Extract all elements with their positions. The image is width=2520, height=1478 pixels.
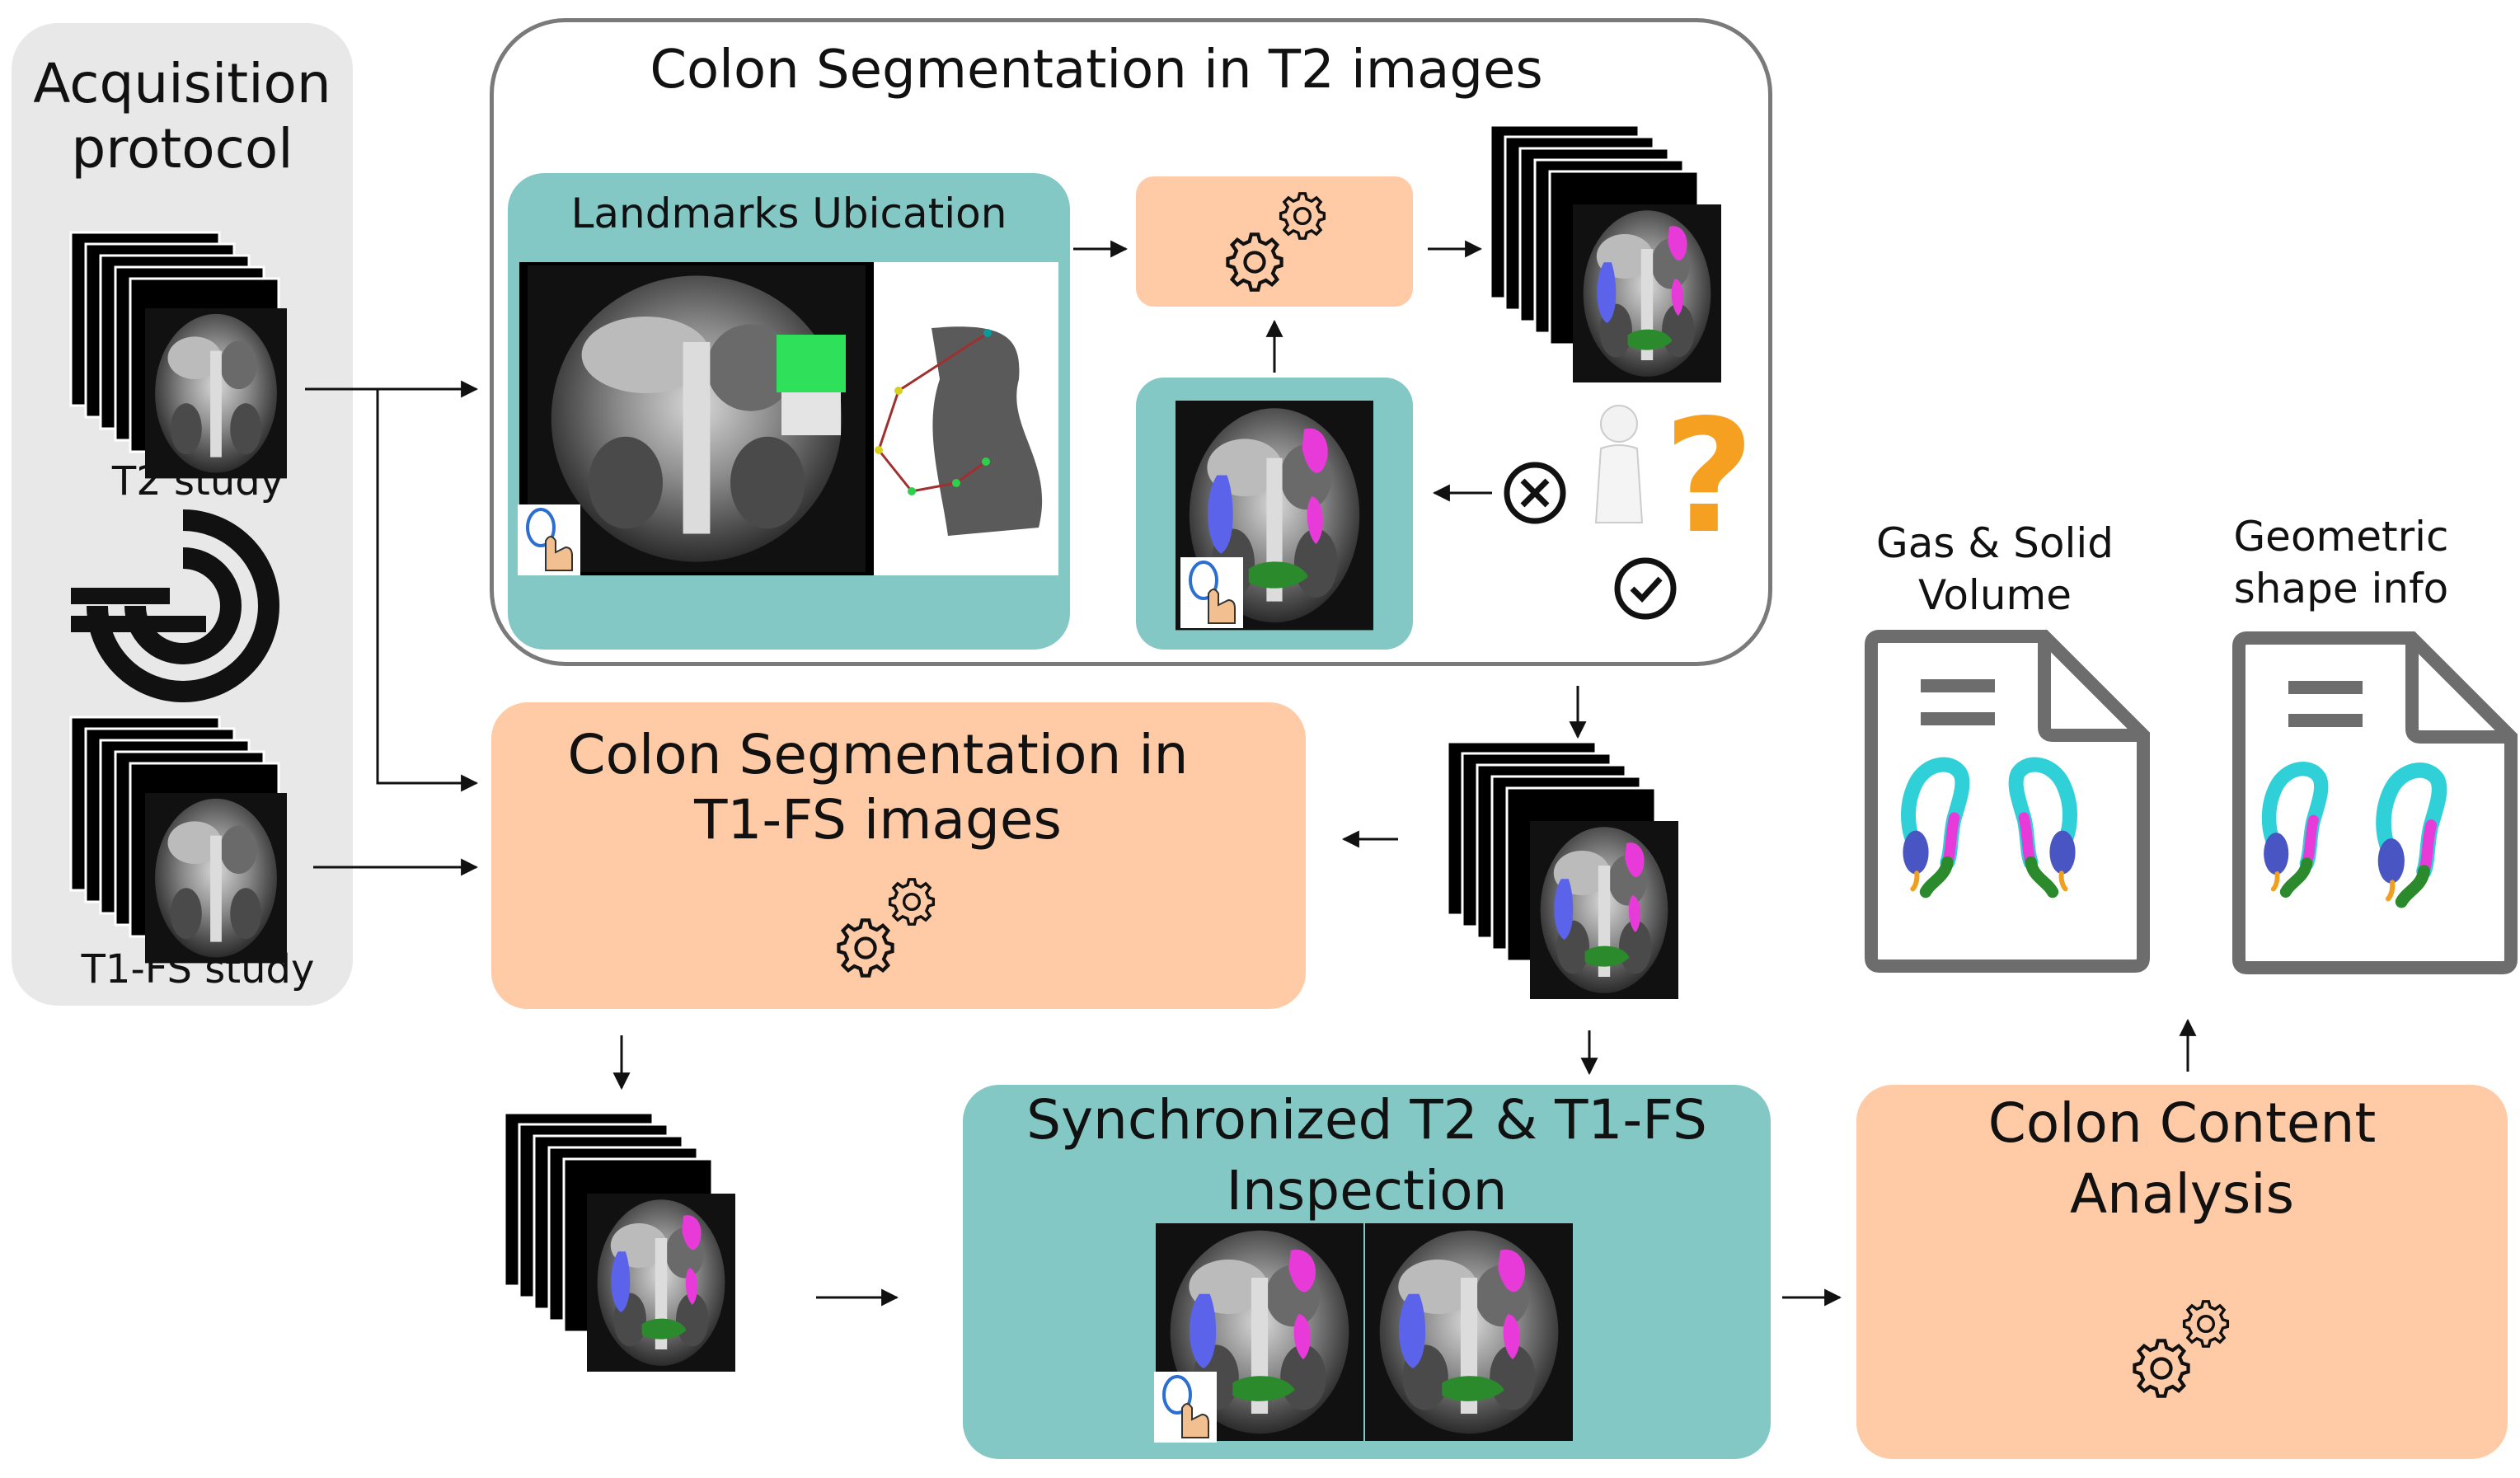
analysis-title: Colon Content Analysis: [1856, 1088, 2508, 1230]
t1-image-stack: [69, 716, 287, 964]
inspection-title: Synchronized T2 & T1-FS Inspection: [963, 1085, 1771, 1227]
svg-text:?: ?: [1664, 386, 1754, 568]
inspection-t1-image: [1365, 1223, 1573, 1441]
inspection-title-line1: Synchronized T2 & T1-FS: [1026, 1088, 1707, 1152]
geometric-shape-line2: shape info: [2233, 564, 2449, 612]
t1-segmented-stack: [503, 1111, 735, 1372]
t1-segmentation-panel: [491, 702, 1306, 1009]
acquisition-title-line2: protocol: [71, 117, 293, 181]
t1-segmentation-title-line2: T1-FS images: [694, 788, 1062, 852]
inspection-title-line2: Inspection: [1226, 1158, 1508, 1222]
t2-segmented-stack: [1489, 124, 1721, 382]
check-circle-icon: [1614, 557, 1677, 620]
flow-arrows: [305, 240, 2197, 1307]
acquisition-title: Acquisition protocol: [12, 51, 353, 181]
geometric-shape-line1: Geometric: [2233, 513, 2449, 561]
gas-solid-line2: Volume: [1918, 570, 2072, 619]
t1-segmentation-title: Colon Segmentation in T1-FS images: [491, 722, 1265, 852]
t2-segmentation-title: Colon Segmentation in T2 images: [650, 40, 1543, 101]
landmarks-image: [519, 262, 1058, 575]
mri-scanner-icon: [71, 509, 279, 702]
gas-solid-label: Gas & Solid Volume: [1838, 518, 2152, 621]
mouse-hand-icon: [1154, 1372, 1217, 1443]
geometric-shape-label: Geometric shape info: [2176, 511, 2506, 614]
gas-solid-document-icon: [1871, 636, 2143, 966]
gear-icon: [838, 920, 892, 975]
cross-circle-icon: [1504, 462, 1566, 524]
analysis-panel: [1856, 1085, 2508, 1459]
geometric-shape-document-icon: [2239, 638, 2511, 968]
analysis-title-line1: Colon Content: [1987, 1091, 2377, 1155]
analysis-title-line2: Analysis: [2070, 1161, 2294, 1226]
t2-result-stack: [1446, 740, 1678, 999]
question-person-icon: ?: [1594, 386, 1754, 568]
gas-solid-line1: Gas & Solid: [1875, 519, 2114, 567]
gear-icon: [2134, 1340, 2188, 1396]
t1-segmentation-title-line1: Colon Segmentation in: [567, 723, 1189, 786]
mouse-hand-icon: [518, 504, 580, 575]
t2-image-stack: [69, 231, 287, 479]
gear-icon: [1279, 192, 1326, 240]
gear-icon: [1227, 234, 1281, 289]
landmarks-title: Landmarks Ubication: [570, 190, 1007, 237]
mouse-hand-icon: [1180, 557, 1243, 628]
gear-icon: [2182, 1300, 2230, 1348]
gear-icon: [888, 878, 936, 926]
acquisition-title-line1: Acquisition: [33, 52, 331, 115]
